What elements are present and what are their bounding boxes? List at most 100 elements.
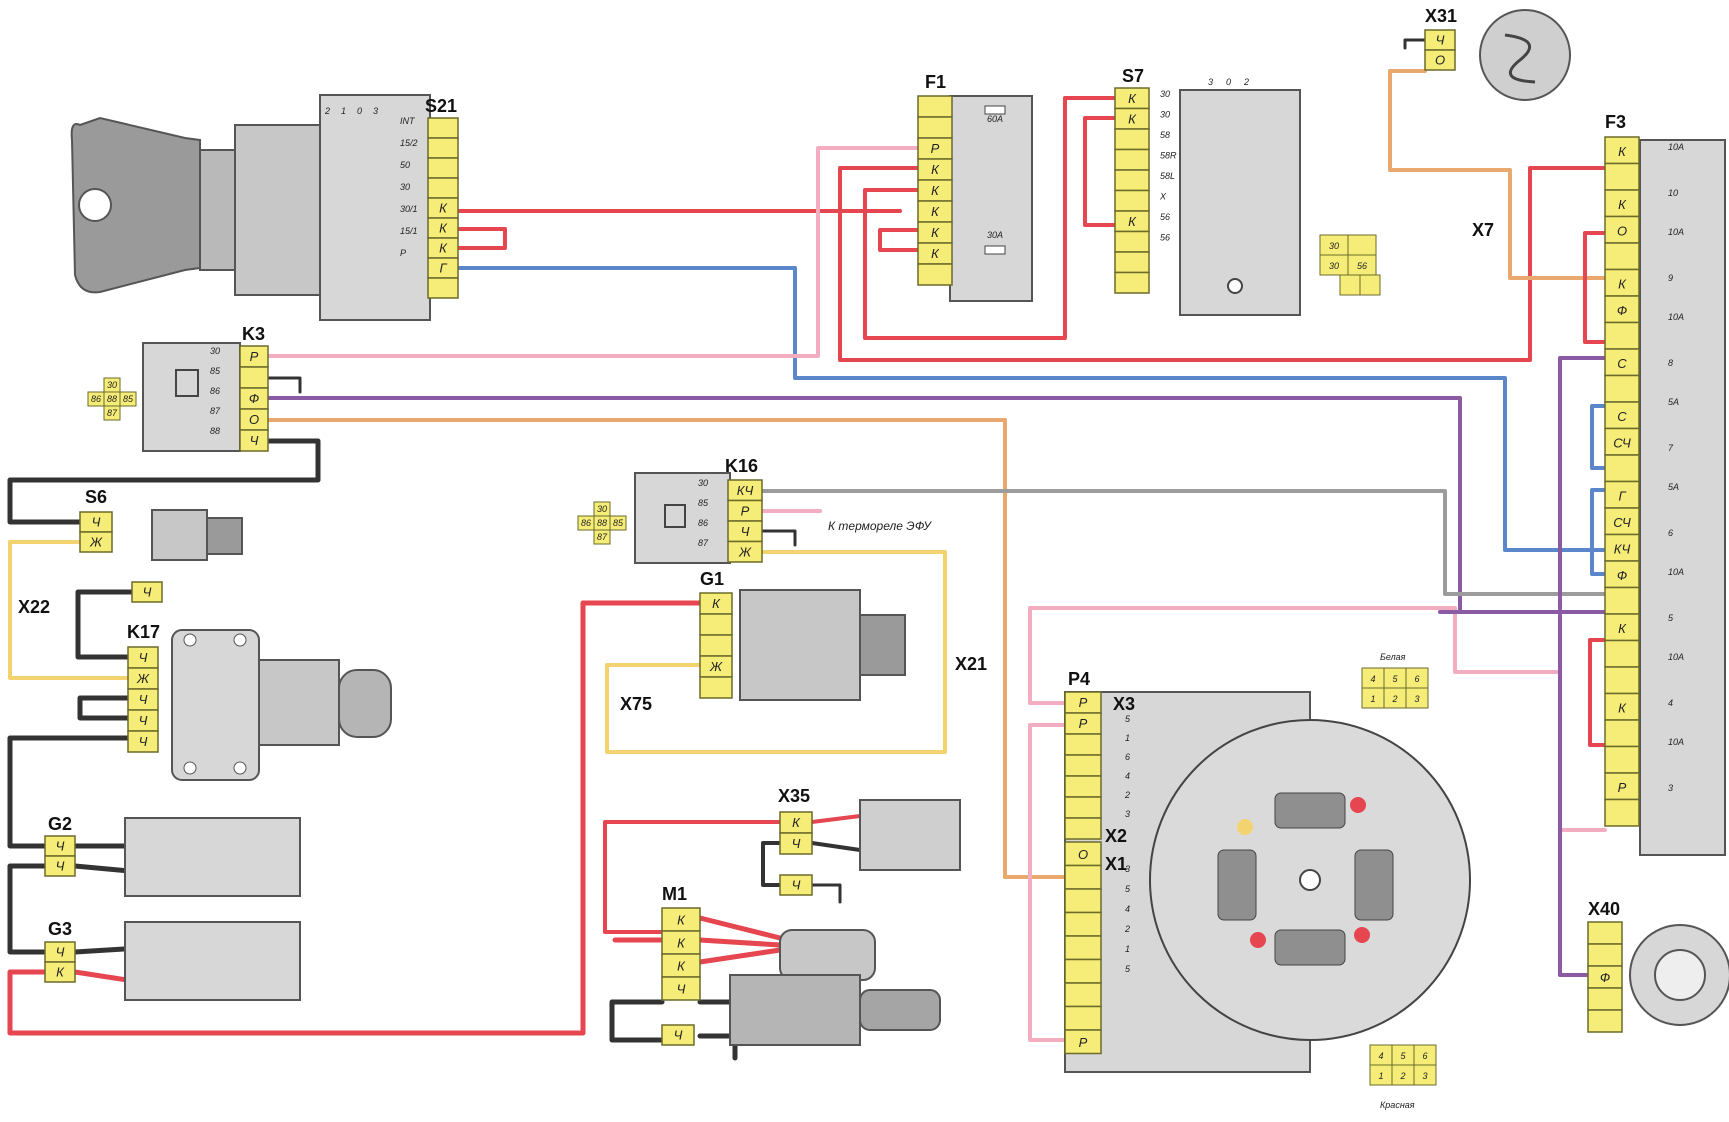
s21-position-label: 0 — [357, 106, 362, 116]
wire-f1-f3-red — [838, 166, 1607, 362]
connector-p4-mid-cell — [1064, 1005, 1102, 1031]
ignition-switch-s21 — [70, 94, 431, 321]
k16-terminal-label: 30 — [698, 478, 708, 488]
connector-f3-pin-label: СЧ — [1613, 436, 1631, 451]
connector-f3-cell — [1604, 586, 1640, 615]
connector-p4-mid-cell — [1064, 958, 1102, 984]
connector-m1-pin-label: К — [677, 913, 686, 928]
connector-f3-pin-label: О — [1617, 224, 1627, 239]
connector-k3-cell — [239, 366, 269, 389]
relay-key-k3-cell — [103, 405, 121, 421]
f3-fuse-rating: 10A — [1668, 142, 1684, 152]
relay-k3-coil — [175, 369, 199, 397]
connector-p4-top-pin-label: Р — [1079, 695, 1088, 710]
battery-g2-body — [124, 817, 301, 897]
label-f1: F1 — [925, 72, 946, 92]
connectors: КККГРККККККККЧОККОКФСССЧГСЧКЧФККРРФОЧКЧР… — [44, 29, 1640, 1086]
p4-pin-number: 6 — [1125, 752, 1130, 762]
wire-x35-ground-black — [810, 883, 842, 904]
label-p4: P4 — [1068, 669, 1090, 689]
f1-fuse-rating: 60A — [987, 114, 1003, 124]
connector-m1-ground-pin-label: Ч — [674, 1027, 683, 1042]
connector-s21-cell — [427, 137, 459, 159]
relay-k17-mount-hole — [183, 633, 197, 647]
p4-pin-number: 3 — [1125, 809, 1130, 819]
relay-k17-housing — [258, 659, 340, 746]
switch-key-s7-cell — [1359, 274, 1381, 296]
lamp-symbol — [1227, 278, 1243, 294]
six-pin-red-label: 4 — [1378, 1051, 1383, 1061]
wire-k3-ground — [266, 376, 302, 394]
f3-fuse-rating: 10A — [1668, 567, 1684, 577]
p4-pin-number: 4 — [1125, 904, 1130, 914]
label-f3: F3 — [1605, 112, 1626, 132]
switch-s6-body — [151, 509, 208, 561]
connector-x35-pin-label: Ч — [792, 836, 801, 851]
relay-key-k3-label: 30 — [107, 380, 117, 390]
label-x3: X3 — [1113, 694, 1135, 714]
six-pin-red-label: 5 — [1400, 1051, 1406, 1061]
connector-k17-top-pin-label: Ч — [143, 584, 152, 599]
six-pin-red-label: 3 — [1422, 1071, 1427, 1081]
relay-k16-coil — [664, 504, 686, 528]
warning-lamp-4 — [1237, 819, 1253, 835]
wire-p4-pink-left — [1028, 723, 1067, 1042]
p4-pin-number: 3 — [1125, 864, 1130, 874]
connector-p4-mid-cell — [1064, 1029, 1102, 1055]
connector-k17-pin-label: Ч — [139, 734, 148, 749]
connector-f3-pin-label: С — [1617, 356, 1627, 371]
six-pin-white-label: 4 — [1370, 674, 1375, 684]
f3-circuit-number: 4 — [1668, 698, 1673, 708]
wire-x31-ground — [1403, 38, 1427, 50]
six-pin-white-label: 1 — [1370, 694, 1375, 704]
s7-terminal-label: 56 — [1160, 233, 1170, 243]
connector-k16-pin-label: КЧ — [737, 483, 754, 498]
connector-m1-ground: Ч — [661, 1024, 695, 1046]
k16-terminal-label: 85 — [698, 498, 709, 508]
connector-k17-pin-label: Ч — [139, 650, 148, 665]
connector-p4-mid-cell — [1064, 864, 1102, 890]
label-g1: G1 — [700, 569, 724, 589]
connector-f3-cell — [1604, 666, 1640, 695]
wire-f1-bridge-red — [878, 228, 920, 252]
wire-k17-top-black — [75, 589, 135, 660]
switch-s6-cap — [206, 517, 243, 555]
label-x1: X1 — [1105, 854, 1127, 874]
gauge-bottom — [1274, 929, 1346, 966]
wire-k16-yellow — [605, 550, 947, 754]
connector-m1-pin-label: К — [677, 959, 686, 974]
connector-x35-cell — [779, 832, 813, 855]
relay-key-k16-label: 87 — [597, 532, 608, 542]
s7-terminal-label: 58R — [1160, 151, 1177, 161]
label-k3: K3 — [242, 324, 265, 344]
s21-position-label: 1 — [341, 106, 346, 116]
s21-terminal-label: P — [400, 248, 406, 258]
connector-s7-cell — [1114, 230, 1150, 253]
wire-k16-grey — [760, 489, 1607, 596]
wire-s21-loop-red — [456, 227, 507, 250]
light-switch-s7-body — [1179, 89, 1301, 316]
f1-fuse-rating: 30A — [987, 230, 1003, 240]
wire-k17-loop-black — [77, 695, 131, 721]
connector-x40-cell — [1587, 1009, 1623, 1033]
connector-g1: КЖ — [699, 592, 733, 699]
label-s21: S21 — [425, 96, 457, 116]
connector-p4-top-cell — [1064, 796, 1102, 819]
connector-p4-mid-cell — [1064, 888, 1102, 914]
connector-x35-pin-label: К — [792, 815, 801, 830]
s7-terminal-label: X — [1159, 192, 1167, 202]
k3-terminal-label: 30 — [210, 346, 220, 356]
connector-m1-ground-cell — [661, 1024, 695, 1046]
connector-p4-mid-pin-label: Р — [1079, 1035, 1088, 1050]
connector-f3-cell — [1604, 692, 1640, 721]
connector-x35-ground: Ч — [779, 874, 813, 896]
wire-f3-x40-purple — [1558, 356, 1607, 977]
connector-f3-cell — [1604, 427, 1640, 456]
connector-k3-pin-label: О — [249, 412, 259, 427]
connector-f3-pin-label: К — [1618, 701, 1627, 716]
connector-g2: ЧЧ — [44, 835, 76, 877]
p4-pin-number: 2 — [1124, 924, 1130, 934]
connector-f3-pin-label: К — [1618, 144, 1627, 159]
